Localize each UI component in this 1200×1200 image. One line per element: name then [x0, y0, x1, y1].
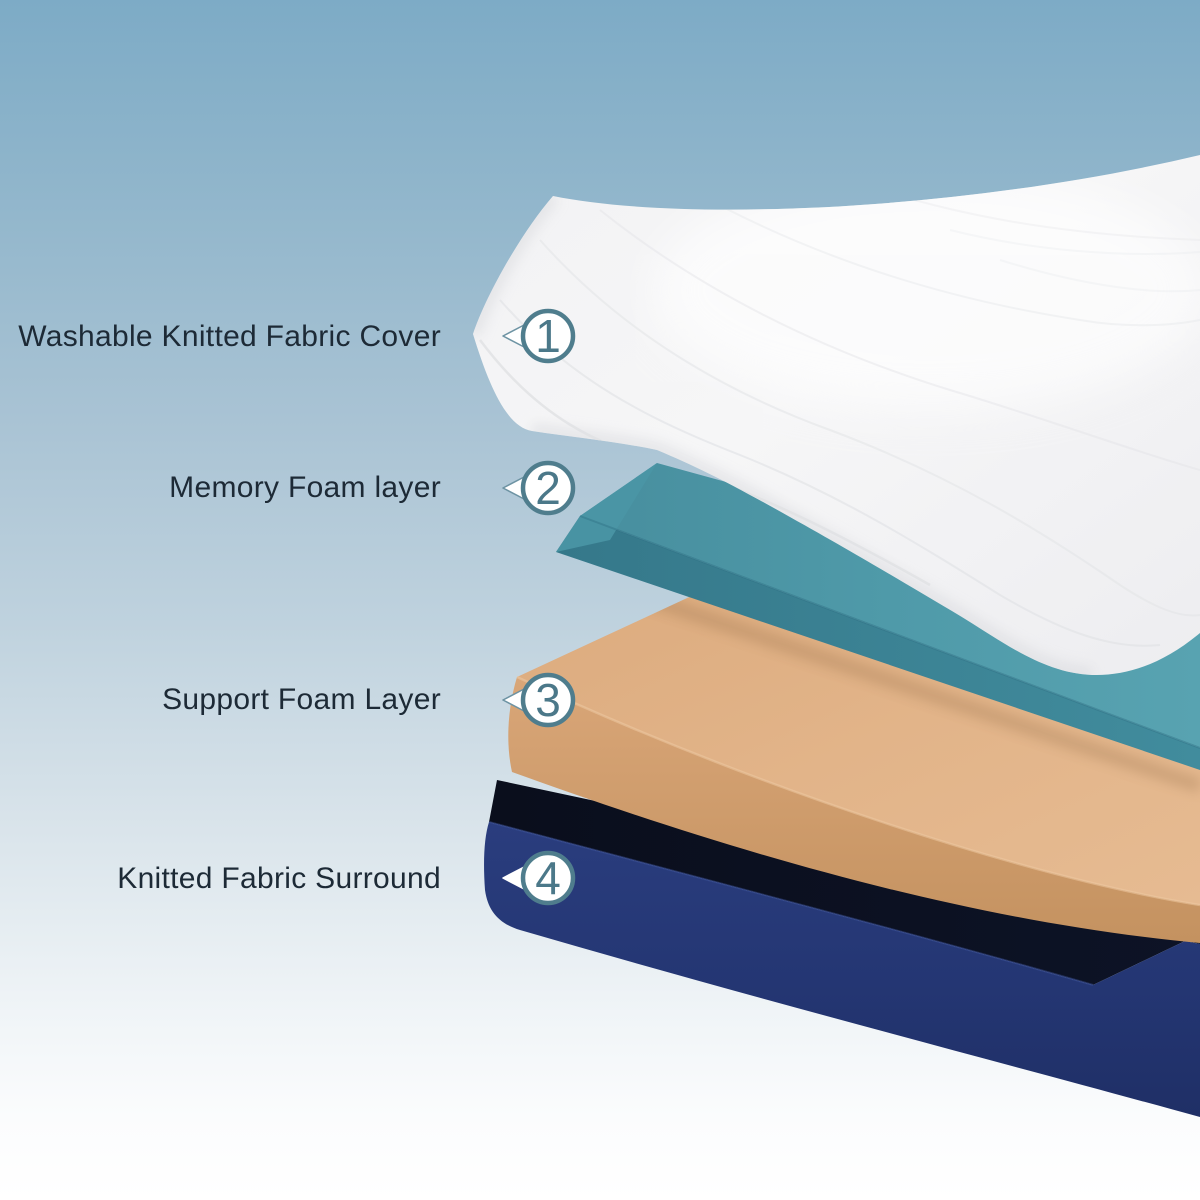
badge-1: 1 [502, 308, 576, 364]
label-memory-foam-layer: Memory Foam layer [169, 471, 441, 504]
label-washable-knitted-fabric-cover: Washable Knitted Fabric Cover [18, 320, 441, 353]
layer-knitted-fabric-surround [484, 780, 1200, 1117]
badge-1-circle [520, 308, 576, 364]
badge-2: 2 [502, 460, 576, 516]
badge-group: 1 2 3 4 [502, 308, 576, 906]
surround-interior-shadow [489, 780, 1200, 985]
badge-2-circle [520, 460, 576, 516]
badge-4: 4 [502, 850, 576, 906]
memory-foam-side-face [556, 463, 657, 552]
memory-foam-front-face [556, 516, 1200, 770]
badge-4-circle [520, 850, 576, 906]
support-foam-cast-shadow [567, 592, 1200, 793]
layer-support-foam [508, 592, 1200, 943]
surround-rim-highlight [488, 821, 1094, 986]
badge-3: 3 [502, 672, 576, 728]
label-knitted-fabric-surround: Knitted Fabric Surround [117, 862, 441, 895]
support-foam-ridge-highlight [516, 675, 1200, 907]
memory-foam-ridge-line [579, 515, 1200, 749]
badge-3-circle [520, 672, 576, 728]
support-foam-front-face [508, 677, 1200, 943]
memory-foam-top-face [580, 463, 1200, 748]
badge-3-number: 3 [535, 674, 561, 726]
badge-2-number: 2 [535, 462, 561, 514]
badge-1-number: 1 [535, 310, 561, 362]
badge-4-number: 4 [535, 852, 561, 904]
label-support-foam-layer: Support Foam Layer [162, 683, 441, 716]
support-foam-top-face [517, 592, 1200, 905]
layer-memory-foam [556, 463, 1200, 770]
surround-front-face [484, 822, 1200, 1117]
